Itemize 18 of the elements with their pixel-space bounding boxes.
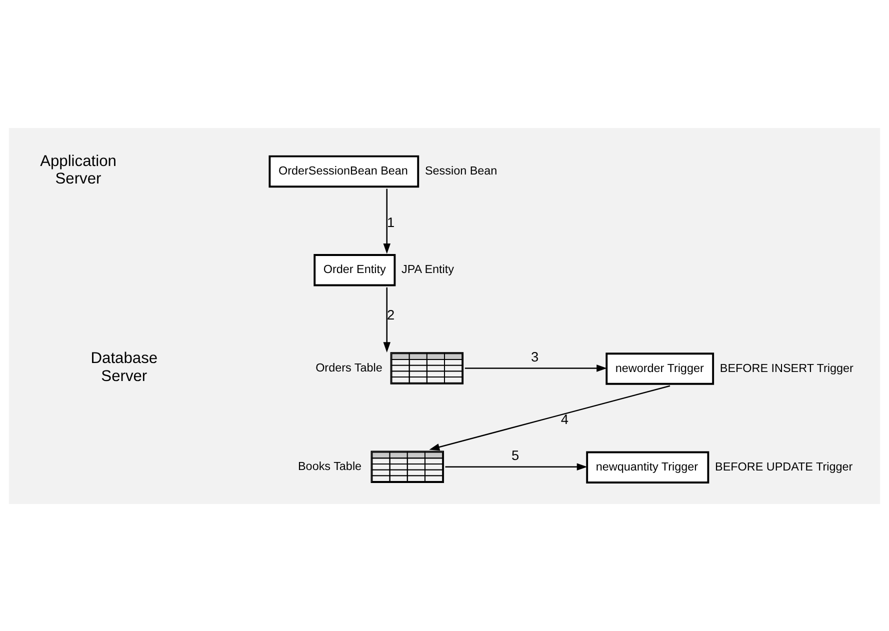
node-label: BEFORE INSERT Trigger (720, 361, 854, 374)
arrow (464, 364, 607, 372)
arrow (383, 188, 391, 254)
arrow (445, 462, 588, 470)
node-label: Session Bean (424, 164, 498, 177)
node-label: Orders Table (316, 360, 382, 374)
arrow (383, 286, 391, 352)
label: Application Server (40, 152, 116, 187)
node-label: Books Table (298, 459, 362, 472)
arrow (429, 384, 670, 450)
node-label: JPA Entity (402, 262, 454, 276)
edge-label: 5 (512, 448, 520, 463)
edge-label: 3 (531, 349, 539, 364)
node-label: BEFORE UPDATE Trigger (715, 460, 853, 473)
edge-label: 2 (386, 307, 395, 322)
label: Database Server (90, 350, 158, 384)
edge-label: 1 (386, 214, 395, 230)
edge-label: 4 (560, 412, 568, 427)
